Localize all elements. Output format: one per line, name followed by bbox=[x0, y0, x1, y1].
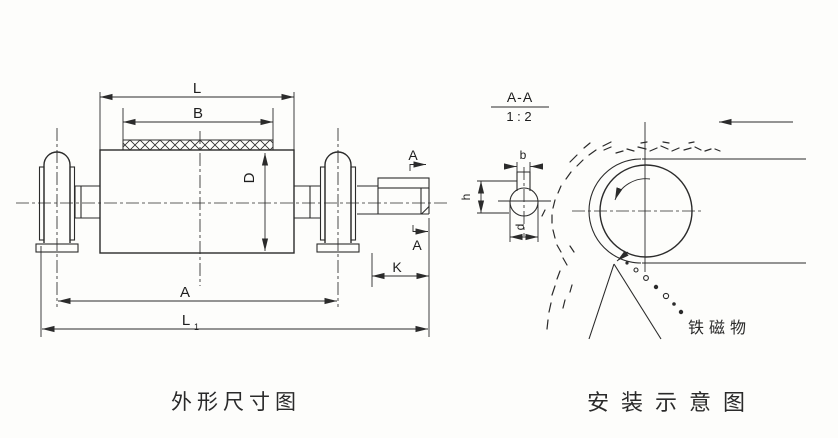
shaft-step-right bbox=[294, 185, 320, 219]
dim-label-h: h bbox=[459, 194, 473, 201]
section-mark-top: A bbox=[408, 147, 418, 163]
section-mark-bottom: A bbox=[412, 237, 422, 253]
dim-label-K: K bbox=[392, 259, 402, 275]
shaft-step-left bbox=[74, 185, 100, 219]
dim-label-b: b bbox=[520, 148, 527, 162]
ferromagnetic-label: 铁磁物 bbox=[688, 319, 751, 337]
dim-label-L1: L bbox=[182, 312, 190, 329]
dim-label-L1-subscript: 1 bbox=[194, 322, 199, 332]
keyway-section bbox=[498, 162, 551, 236]
ferro-particles bbox=[625, 261, 684, 315]
dimension-B: B bbox=[122, 105, 274, 140]
dimension-d: d bbox=[509, 203, 539, 242]
dimension-b: b bbox=[504, 148, 543, 170]
dimension-h: h bbox=[459, 180, 517, 214]
section-cut-marks: A A bbox=[408, 147, 428, 253]
outline-dimension-view: L B D A L 1 K bbox=[16, 80, 448, 414]
installation-view: 铁磁物 安装示意图 bbox=[541, 118, 806, 415]
caption-outline-view: 外形尺寸图 bbox=[171, 391, 301, 414]
shaft-extension bbox=[357, 177, 430, 215]
caption-installation-view: 安装示意图 bbox=[587, 390, 757, 415]
dimension-K: K bbox=[371, 253, 429, 287]
dim-label-d: d bbox=[513, 224, 527, 231]
key bbox=[377, 177, 430, 189]
material-on-belt bbox=[603, 141, 721, 154]
rotation-arrow bbox=[614, 178, 651, 201]
dimension-A: A bbox=[58, 284, 337, 305]
section-view-AA: A-A 1 : 2 b h d bbox=[459, 89, 551, 242]
dim-label-D: D bbox=[241, 172, 258, 183]
dimension-D: D bbox=[241, 153, 269, 251]
splitter-chute bbox=[588, 263, 662, 340]
bearing-right bbox=[316, 128, 360, 307]
dim-label-A: A bbox=[180, 284, 190, 301]
material-stream bbox=[541, 141, 612, 330]
dimension-L: L bbox=[99, 80, 295, 150]
dim-label-L: L bbox=[193, 80, 201, 97]
magnet-band-hatch bbox=[122, 139, 274, 151]
discharge-arrow bbox=[616, 250, 629, 262]
bearing-left bbox=[35, 128, 79, 307]
section-title: A-A bbox=[507, 89, 533, 105]
dim-label-B: B bbox=[193, 105, 203, 122]
chamfer-line bbox=[421, 206, 430, 215]
section-scale: 1 : 2 bbox=[506, 109, 531, 124]
dimension-L1: L 1 bbox=[40, 218, 430, 337]
